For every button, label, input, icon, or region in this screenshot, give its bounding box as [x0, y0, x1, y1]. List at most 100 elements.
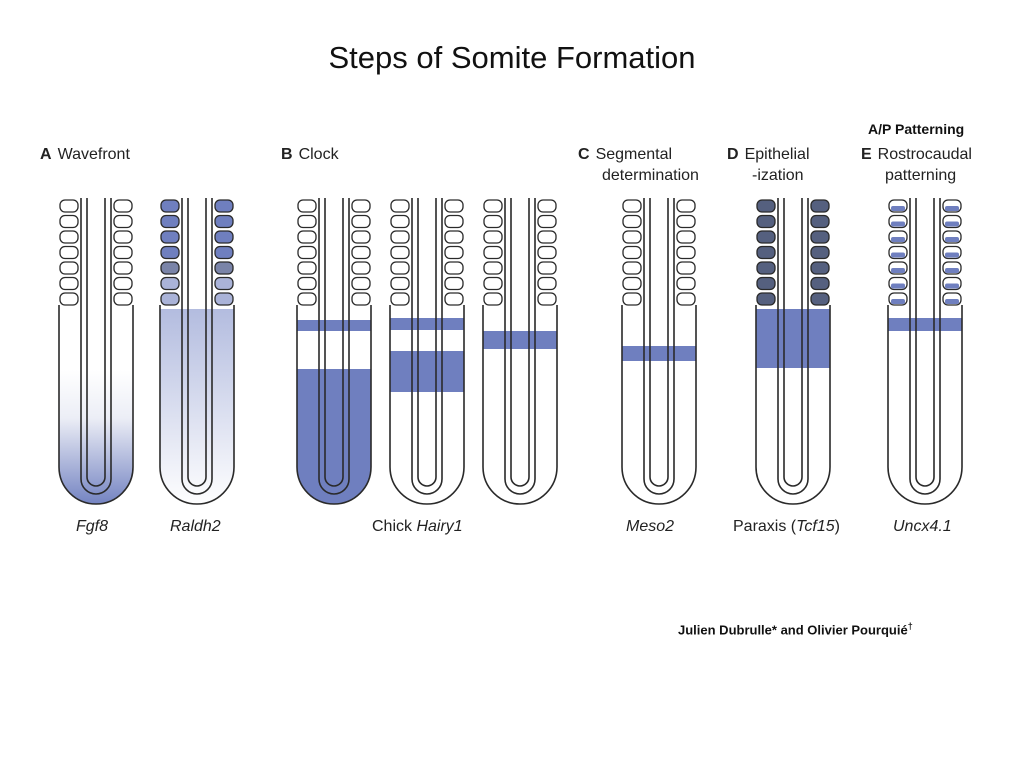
somite [537, 230, 557, 244]
somite [390, 276, 410, 291]
somite [59, 276, 79, 291]
caption-prefix: Paraxis ( [733, 518, 797, 535]
somite [444, 214, 464, 229]
somite [160, 199, 180, 213]
somite [390, 261, 410, 275]
neural-tube-outline [318, 198, 350, 495]
psm-outline [159, 305, 235, 505]
expression-band [622, 346, 696, 361]
somite [113, 261, 133, 275]
somite [676, 261, 696, 275]
expression-region [297, 320, 371, 504]
neural-tube-outline [909, 198, 941, 495]
somite [810, 261, 830, 275]
somite-posterior-stripe [945, 237, 959, 242]
somite [483, 199, 503, 213]
panel-title: Wavefront [57, 146, 130, 163]
somite [214, 276, 234, 291]
somite [214, 261, 234, 275]
expression-region [160, 309, 234, 504]
neural-tube-outline [80, 198, 112, 495]
caption-raldh2: Raldh2 [170, 518, 221, 535]
somite [160, 230, 180, 244]
credit-text: Julien Dubrulle* and Olivier Pourquié [678, 622, 908, 638]
psm-outline [296, 305, 372, 505]
expression-band [756, 309, 830, 368]
somite [756, 214, 776, 229]
gradient-fill [160, 309, 234, 504]
notochord-outline [510, 198, 530, 487]
expression-band [297, 320, 371, 331]
embryo-hairy1-2 [389, 198, 465, 505]
somite [483, 276, 503, 291]
somite [351, 230, 371, 244]
somite [537, 292, 557, 306]
panel-letter: C [578, 146, 590, 163]
somite [113, 199, 133, 213]
caption-uncx41: Uncx4.1 [893, 518, 952, 535]
somite [537, 261, 557, 275]
somite [483, 292, 503, 306]
embryo-fgf8 [58, 198, 134, 505]
somite [444, 276, 464, 291]
panel-letter: D [727, 146, 739, 163]
somite [59, 261, 79, 275]
somite [160, 261, 180, 275]
somite-posterior-stripe [891, 237, 905, 242]
somite-posterior-stripe [945, 206, 959, 211]
somite [297, 261, 317, 275]
caption-prefix: Chick [372, 518, 417, 535]
somite [351, 292, 371, 306]
somite [483, 245, 503, 260]
somite [297, 245, 317, 260]
caption-fgf8: Fgf8 [76, 518, 109, 535]
notochord-outline [324, 198, 344, 487]
notochord-outline [783, 198, 803, 487]
caption-suffix: ) [834, 518, 840, 535]
caption-gene: Tcf15 [796, 518, 835, 535]
panel-letter: A [40, 146, 52, 163]
neural-tube-outline [777, 198, 809, 495]
somite [676, 199, 696, 213]
expression-region [59, 370, 133, 504]
somite [676, 292, 696, 306]
panel-a-label: A Wavefront [40, 144, 130, 165]
neural-tube-outline [181, 198, 213, 495]
somite-posterior-stripe [891, 299, 905, 304]
neural-tube-outline [504, 198, 536, 495]
expression-region [390, 318, 464, 392]
caption-chick-hairy1: Chick Hairy1 [372, 518, 463, 536]
somite [622, 276, 642, 291]
somite-posterior-stripe [945, 283, 959, 289]
expression-band [390, 351, 464, 392]
somite [444, 245, 464, 260]
panel-title-line2: -ization [752, 167, 804, 184]
somite [537, 199, 557, 213]
somite [214, 292, 234, 306]
panel-d-label: D Epithelial -ization [727, 144, 810, 186]
somite [622, 292, 642, 306]
somite [390, 292, 410, 306]
somite [756, 230, 776, 244]
somite [676, 214, 696, 229]
credit-mark: † [907, 621, 913, 631]
somite [214, 230, 234, 244]
somite [297, 199, 317, 213]
somite [297, 214, 317, 229]
notochord-outline [915, 198, 935, 487]
somite [444, 230, 464, 244]
embryo-paraxis [755, 198, 831, 505]
somite [297, 230, 317, 244]
somite [444, 261, 464, 275]
somite [160, 276, 180, 291]
somite-posterior-stripe [945, 268, 959, 273]
somite-posterior-stripe [945, 299, 959, 304]
somite [756, 245, 776, 260]
somite [756, 261, 776, 275]
panel-title: Epithelial [744, 146, 810, 163]
somite [160, 292, 180, 306]
somite [483, 230, 503, 244]
